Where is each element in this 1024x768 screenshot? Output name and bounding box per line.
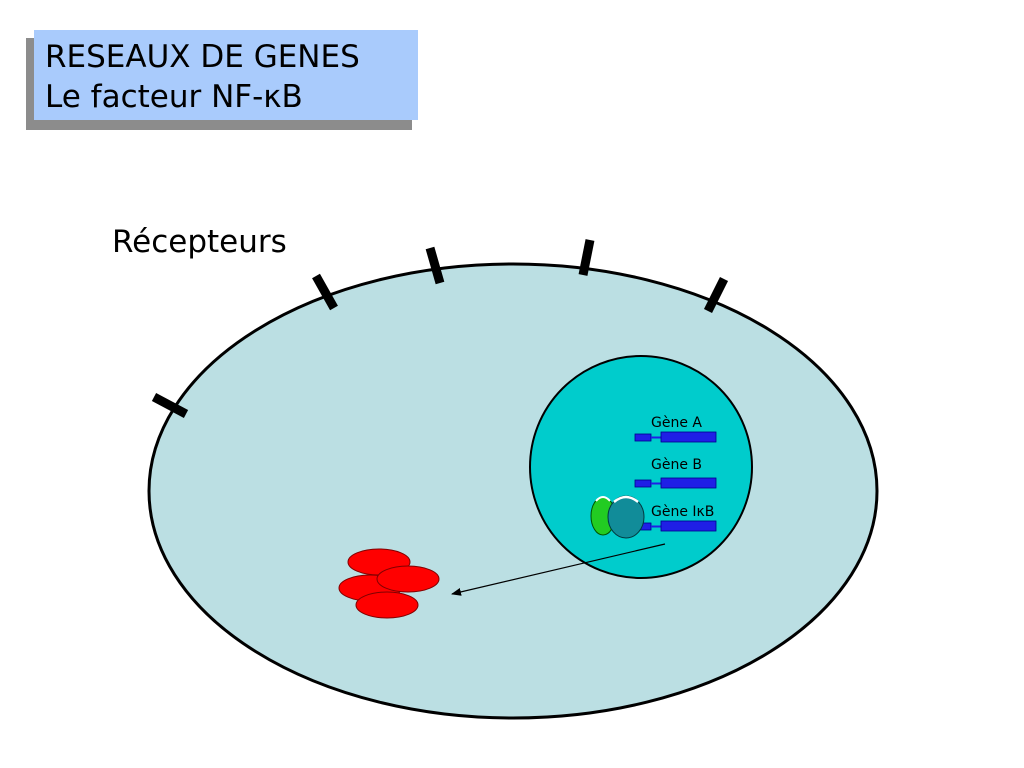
gene-b-promoter (634, 479, 652, 488)
gene-ikb-coding (660, 520, 717, 532)
receptors-label: Récepteurs (112, 224, 287, 260)
gene-b: Gène B (634, 457, 717, 489)
gene-a-promoter (634, 433, 652, 442)
gene-ikb: Gène IκB (634, 504, 717, 532)
title-line-2: Le facteur NF-κB (45, 79, 303, 115)
receptor-icon (703, 276, 729, 314)
gene-ikb-label: Gène IκB (651, 504, 714, 520)
gene-b-coding (660, 477, 717, 489)
nfkb-protein-icon (590, 495, 645, 539)
receptor-icon (312, 273, 338, 311)
ikb-protein (376, 565, 440, 593)
title-box: RESEAUX DE GENES Le facteur NF-κB (34, 30, 418, 120)
receptors (151, 239, 729, 418)
ikb-protein (355, 591, 419, 619)
gene-a: Gène A (634, 415, 717, 443)
arrow-icon (451, 543, 666, 596)
nfkb-subunit-teal (607, 495, 645, 539)
ikb-protein-icon (338, 548, 440, 619)
receptor-icon (578, 239, 595, 276)
receptor-icon (151, 393, 189, 418)
nfkb-subunit-green-highlight (595, 496, 611, 502)
gene-a-label: Gène A (651, 415, 702, 431)
gene-b-label: Gène B (651, 457, 702, 473)
gene-a-coding (660, 431, 717, 443)
nfkb-subunit-teal-highlight (613, 495, 639, 503)
nucleus (529, 355, 753, 579)
cell-membrane (147, 262, 879, 720)
title-line-1: RESEAUX DE GENES (45, 39, 360, 75)
receptor-icon (425, 246, 445, 285)
